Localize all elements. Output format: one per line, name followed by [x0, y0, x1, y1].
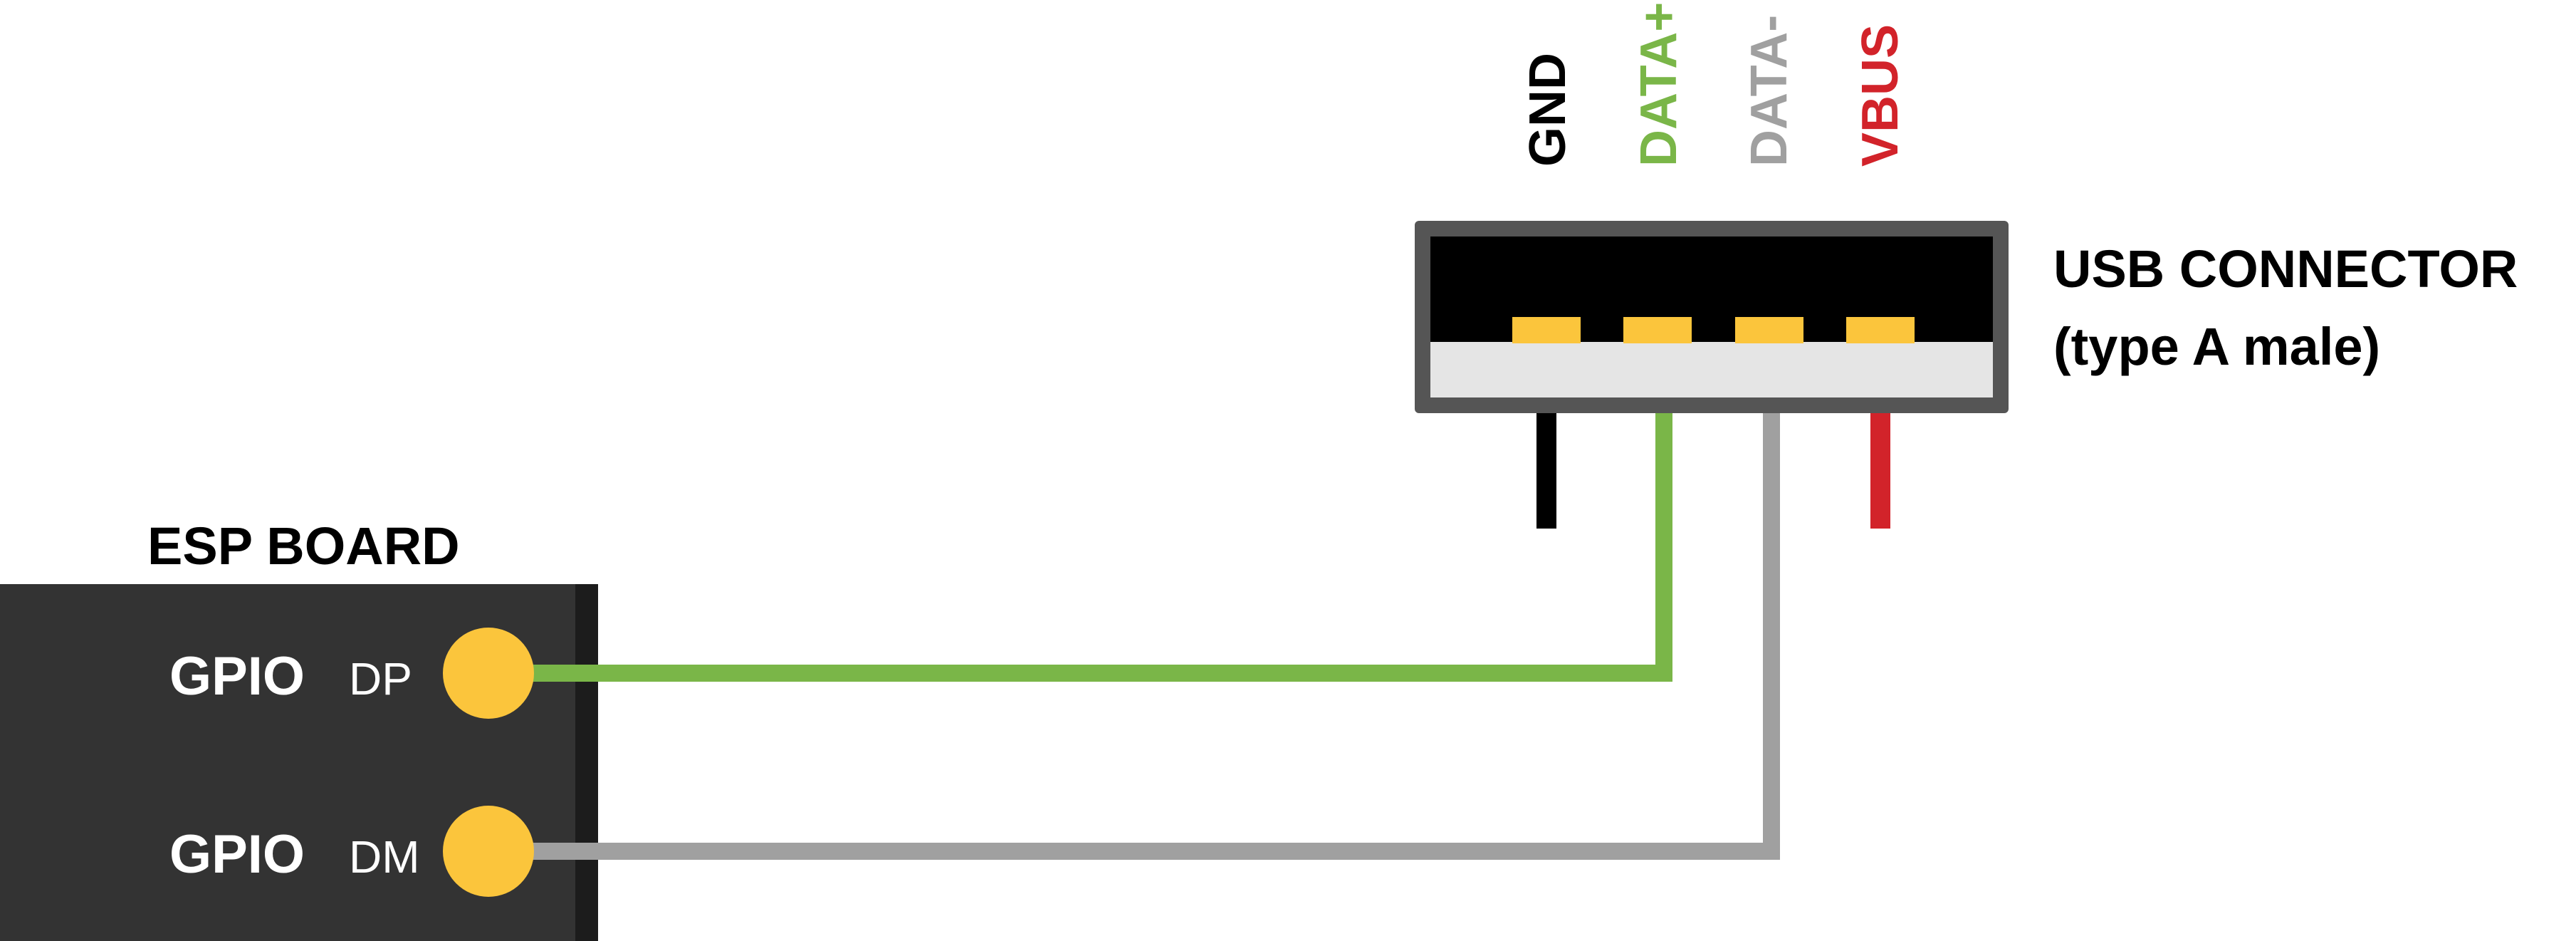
esp-pin-dp-label: DP: [349, 653, 412, 705]
esp-pad-dp: [443, 628, 534, 719]
lead-data-minus: [1763, 410, 1780, 858]
usb-contact-vbus: [1846, 317, 1915, 343]
lead-vbus: [1870, 410, 1890, 529]
wire-data-minus: [490, 412, 1780, 860]
esp-pin-dm-label: DM: [349, 831, 420, 883]
esp-pin-dm-gpio-label: GPIO: [169, 824, 305, 885]
esp-pad-dm: [443, 806, 534, 897]
lead-data-plus: [1655, 410, 1672, 675]
pin-label-data-plus: DATA+: [1630, 2, 1687, 167]
usb-connector: USB CONNECTOR (type A male): [1415, 221, 2518, 413]
wires: [490, 412, 1780, 860]
pin-label-gnd: GND: [1519, 53, 1576, 167]
esp-board-title: ESP BOARD: [147, 516, 460, 576]
wire-data-plus: [490, 412, 1672, 682]
usb-connector-title-line2: (type A male): [2053, 317, 2380, 376]
pin-label-vbus: VBUS: [1852, 24, 1909, 167]
usb-connector-title-line1: USB CONNECTOR: [2053, 239, 2518, 298]
usb-contact-gnd: [1512, 317, 1581, 343]
esp-board-edge: [575, 584, 598, 941]
lead-gnd: [1536, 410, 1556, 529]
esp-pin-dp-gpio-label: GPIO: [169, 646, 305, 707]
pin-label-data-minus: DATA-: [1741, 15, 1798, 167]
usb-contact-data-plus: [1623, 317, 1692, 343]
usb-connector-leads: [1536, 410, 1890, 858]
usb-contact-data-minus: [1735, 317, 1803, 343]
usb-pin-labels: GND DATA+ DATA- VBUS: [1519, 2, 1909, 167]
usb-connector-tongue: [1430, 342, 1993, 397]
